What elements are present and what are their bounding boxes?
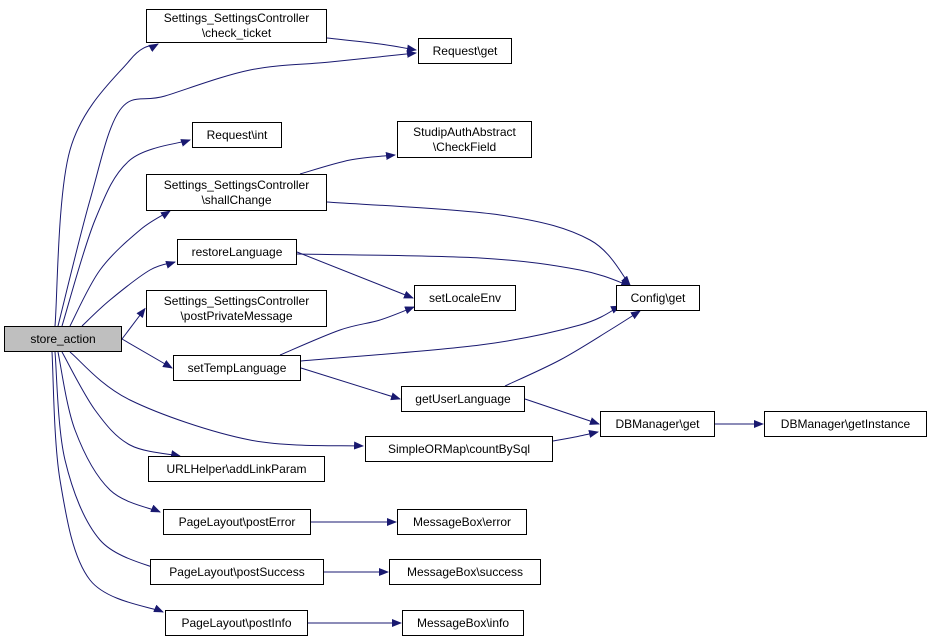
edge-store_action-to-addlinkparam (61, 351, 181, 458)
node-store-action: store_action (4, 326, 122, 352)
node-settemplanguage[interactable]: setTempLanguage (173, 355, 301, 381)
edge-store_action-to-postprivatemessage (121, 307, 146, 340)
edge-store_action-to-request_get (57, 49, 417, 327)
edge-store_action-to-restorelanguage (81, 260, 176, 327)
edge-store_action-to-settemplanguage (121, 338, 173, 369)
node-label: Config\get (630, 290, 686, 305)
node-label: MessageBox\error (412, 514, 512, 529)
node-label: PageLayout\postError (178, 514, 296, 529)
edge-store_action-to-postinfo (51, 351, 164, 613)
node-label: getUserLanguage (415, 391, 511, 406)
node-label: PageLayout\postInfo (181, 615, 292, 630)
node-postsuccess[interactable]: PageLayout\postSuccess (150, 559, 324, 585)
edge-store_action-to-check_ticket (54, 43, 159, 327)
edge-store_action-to-postsuccess (54, 351, 161, 571)
node-label: DBManager\get (615, 416, 700, 431)
node-label: Request\int (206, 127, 268, 142)
node-countbysql[interactable]: SimpleORMap\countBySql (365, 436, 553, 462)
node-dbmanager-get[interactable]: DBManager\get (600, 411, 715, 437)
edge-store_action-to-countbysql (69, 351, 364, 450)
node-label: store_action (30, 331, 96, 346)
node-label: URLHelper\addLinkParam (166, 461, 307, 476)
edge-settemplanguage-to-getuserlanguage (300, 367, 401, 401)
node-label: \shallChange (201, 192, 272, 207)
edge-store_action-to-request_int (61, 139, 191, 327)
node-label: \check_ticket (201, 26, 272, 40)
edge-check_ticket-to-request_get (326, 37, 417, 53)
edge-countbysql-to-dbmanager_get (552, 430, 599, 442)
edge-getuserlanguage-to-config_get (504, 310, 641, 387)
node-postprivatemessage[interactable]: Settings_SettingsController\postPrivateM… (146, 290, 327, 327)
node-label: StudipAuthAbstract (413, 124, 516, 139)
edge-settemplanguage-to-config_get (300, 305, 621, 362)
node-label: MessageBox\success (406, 564, 524, 579)
node-label: \CheckField (432, 139, 497, 154)
node-posterror[interactable]: PageLayout\postError (163, 509, 311, 535)
node-checkfield[interactable]: StudipAuthAbstract\CheckField (397, 121, 532, 158)
node-label: Settings_SettingsController (163, 293, 310, 308)
node-addlinkparam[interactable]: URLHelper\addLinkParam (148, 456, 325, 482)
node-restorelanguage[interactable]: restoreLanguage (177, 239, 297, 265)
node-label: Settings_SettingsController (163, 11, 310, 25)
node-messagebox-info[interactable]: MessageBox\info (402, 610, 524, 636)
node-label: restoreLanguage (191, 244, 283, 259)
edge-store_action-to-posterror (57, 351, 161, 513)
node-label: setTempLanguage (187, 360, 287, 375)
node-label: \postPrivateMessage (180, 308, 293, 323)
node-label: setLocaleEnv (428, 290, 502, 305)
edge-shallchange-to-config_get (326, 201, 631, 286)
node-config-get[interactable]: Config\get (616, 285, 700, 311)
node-messagebox-error[interactable]: MessageBox\error (397, 509, 527, 535)
node-dbmanager-getinstance[interactable]: DBManager\getInstance (764, 411, 927, 437)
edge-settemplanguage-to-setlocaleenv (279, 306, 415, 356)
node-label: Request\get (432, 43, 498, 58)
node-setlocaleenv[interactable]: setLocaleEnv (414, 285, 516, 311)
node-getuserlanguage[interactable]: getUserLanguage (401, 386, 525, 412)
node-request-int[interactable]: Request\int (192, 122, 282, 148)
node-check-ticket[interactable]: Settings_SettingsController\check_ticket (146, 9, 327, 43)
node-shallchange[interactable]: Settings_SettingsController\shallChange (146, 174, 327, 211)
node-label: Settings_SettingsController (163, 177, 310, 192)
node-postinfo[interactable]: PageLayout\postInfo (165, 610, 308, 636)
edge-getuserlanguage-to-dbmanager_get (524, 398, 600, 425)
node-messagebox-success[interactable]: MessageBox\success (389, 559, 541, 585)
node-request-get[interactable]: Request\get (418, 38, 512, 64)
edge-shallchange-to-checkfield (299, 152, 396, 175)
node-label: PageLayout\postSuccess (169, 564, 305, 579)
node-label: SimpleORMap\countBySql (387, 441, 531, 456)
node-label: DBManager\getInstance (780, 416, 911, 431)
node-label: MessageBox\info (416, 615, 510, 630)
edge-restorelanguage-to-setlocaleenv (296, 251, 414, 299)
edges-layer (51, 37, 764, 627)
edge-store_action-to-shallchange (69, 210, 171, 327)
edge-restorelanguage-to-config_get (296, 253, 631, 288)
